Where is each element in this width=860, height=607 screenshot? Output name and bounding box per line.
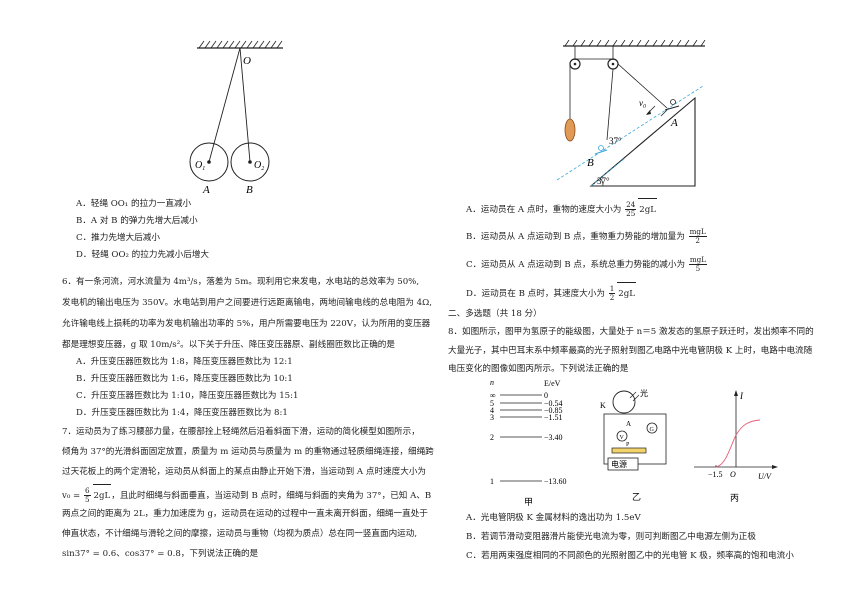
q6-stem-3: 允许输电线上损耗的功率为发电机输出功率的 5%，用户所需要电压为 220V，认为… xyxy=(62,319,431,329)
energy-level-n: ∞ xyxy=(490,391,496,400)
q6-option-b[interactable]: B．升压变压器匝数比为 1:6，降压变压器匝数比为 10:1 xyxy=(76,374,293,384)
svg-text:A: A xyxy=(670,117,678,129)
svg-text:甲: 甲 xyxy=(524,497,533,507)
svg-text:v₀: v₀ xyxy=(639,98,646,108)
q5-option-b[interactable]: B．A 对 B 的弹力先增大后减小 xyxy=(76,216,198,226)
energy-level-n: 1 xyxy=(490,477,494,486)
q7-stem-5: 两点之间的距离为 2L，重力加速度为 g，运动员在运动的过程中一直未离开斜面，细… xyxy=(62,509,428,519)
q6-option-a[interactable]: A．升压变压器匝数比为 1:8，降压变压器匝数比为 12:1 xyxy=(76,357,293,367)
athlete-a xyxy=(660,99,680,117)
energy-level-e: −13.60 xyxy=(544,477,567,486)
q7-stem-3: 过天花板上的两个定滑轮，运动员从斜面上的某点由静止开始下滑，当运动到 A 点时速… xyxy=(62,467,427,477)
energy-level-e: −1.51 xyxy=(544,413,563,422)
svg-text:O2: O2 xyxy=(254,160,264,172)
svg-text:乙: 乙 xyxy=(632,492,641,502)
label-b: B xyxy=(246,184,253,196)
svg-text:电源: 电源 xyxy=(611,459,627,469)
svg-text:光: 光 xyxy=(640,388,648,398)
q7-stem-6: 伸直状态，不计细绳与滑轮之间的摩擦，运动员与重物（均视为质点）总在同一竖直面内运… xyxy=(62,529,418,539)
figure-energy-levels: n E/eV ∞ 0 5 −0.54 4 −0.85 3 −1.51 2 −3.40 1 −13.60… xyxy=(490,378,567,507)
svg-text:V: V xyxy=(620,435,625,441)
svg-text:P: P xyxy=(626,442,630,448)
energy-level-n: 5 xyxy=(490,399,494,408)
q8-stem-3: 电压变化的图像如图丙所示。下列说法正确的是 xyxy=(448,364,629,374)
section-multi-choice-title: 二、多选题（共 18 分） xyxy=(448,309,542,319)
label-a: A xyxy=(202,184,210,196)
svg-text:O: O xyxy=(730,470,736,479)
svg-text:E/eV: E/eV xyxy=(544,379,561,388)
q6-stem-4: 都是理想变压器，g 取 10m/s²。以下关于升压、降压变压器原、副线圈匝数比正… xyxy=(62,340,395,350)
svg-text:A: A xyxy=(626,420,631,428)
q8-option-b[interactable]: B．若调节滑动变阻器滑片能使光电流为零，则可判断图乙中电源左侧为正极 xyxy=(466,532,756,542)
svg-text:丙: 丙 xyxy=(730,493,739,503)
svg-text:U/V: U/V xyxy=(758,472,772,481)
athlete-b xyxy=(594,145,608,155)
energy-level-n: 3 xyxy=(490,413,494,422)
energy-level-e: 0 xyxy=(544,391,548,400)
q7-stem-2: 倾角为 37°的光滑斜面固定放置，质量为 m 运动员与质量为 m 的重物通过轻质… xyxy=(62,447,434,457)
svg-text:O1: O1 xyxy=(195,160,205,172)
energy-level-n: 2 xyxy=(490,433,494,442)
energy-level-n: 4 xyxy=(490,406,494,415)
figure-iu-graph: I U/V −1.5 O 丙 xyxy=(694,390,778,503)
svg-text:K: K xyxy=(600,401,606,410)
q7-stem-7: sin37° = 0.6、cos37° = 0.8，下列说法正确的是 xyxy=(62,549,259,559)
q6-stem-1: 6．有一条河流，河水流量为 4m³/s，落差为 5m。现利用它来发电，水电站的总… xyxy=(62,277,420,287)
q8-stem-2: 大量光子，其中巴耳末系中频率最高的光子照射到图乙电路中光电管阴极 K 上时，电路… xyxy=(448,346,813,356)
q5-option-d[interactable]: D．轻绳 OO₂ 的拉力先减小后增大 xyxy=(76,250,210,260)
q6-option-d[interactable]: D．升压变压器匝数比为 1:4，降压变压器匝数比为 8:1 xyxy=(76,408,288,418)
svg-text:G: G xyxy=(650,427,655,433)
q6-stem-2: 发电机的输出电压为 350V。水电站到用户之间要进行远距离输电，两地间输电线的总… xyxy=(62,298,432,308)
energy-level-e: −3.40 xyxy=(544,433,563,442)
figure-hanging-spheres: O O1 O2 A B xyxy=(189,40,283,196)
q8-stem-1: 8．如图所示，图甲为氢原子的能级图，大量处于 n＝5 激发态的氢原子跃迁时，发出… xyxy=(448,327,814,337)
q8-option-a[interactable]: A．光电管阴极 K 金属材料的逸出功为 1.5eV xyxy=(466,513,641,523)
figure-circuit: 光 K A V G P 电源 乙 xyxy=(600,388,667,502)
energy-level-e: −0.85 xyxy=(544,406,563,415)
svg-text:−1.5: −1.5 xyxy=(708,470,723,479)
figure-incline-pulleys: v₀ A B 37° 37° xyxy=(556,40,706,187)
svg-text:I: I xyxy=(739,391,744,401)
energy-level-e: −0.54 xyxy=(544,399,563,408)
q8-option-c[interactable]: C．若用两束强度相同的不同颜色的光照射图乙中的光电管 K 极，频率高的饱和电流小 xyxy=(466,551,794,561)
svg-text:37°: 37° xyxy=(609,136,622,146)
q7-stem-1: 7．运动员为了练习腰部力量，在腰部拴上轻绳然后沿着斜面下滑，运动的简化模型如图所… xyxy=(62,427,420,437)
svg-text:37°: 37° xyxy=(597,176,610,186)
label-o: O xyxy=(243,55,251,67)
q5-option-c[interactable]: C．推力先增大后减小 xyxy=(76,233,160,243)
svg-text:B: B xyxy=(587,157,594,169)
svg-text:n: n xyxy=(490,378,494,387)
q6-option-c[interactable]: C．升压变压器匝数比为 1:10，降压变压器匝数比为 15:1 xyxy=(76,391,299,401)
q5-option-a[interactable]: A．轻绳 OO₁ 的拉力一直减小 xyxy=(76,199,192,209)
